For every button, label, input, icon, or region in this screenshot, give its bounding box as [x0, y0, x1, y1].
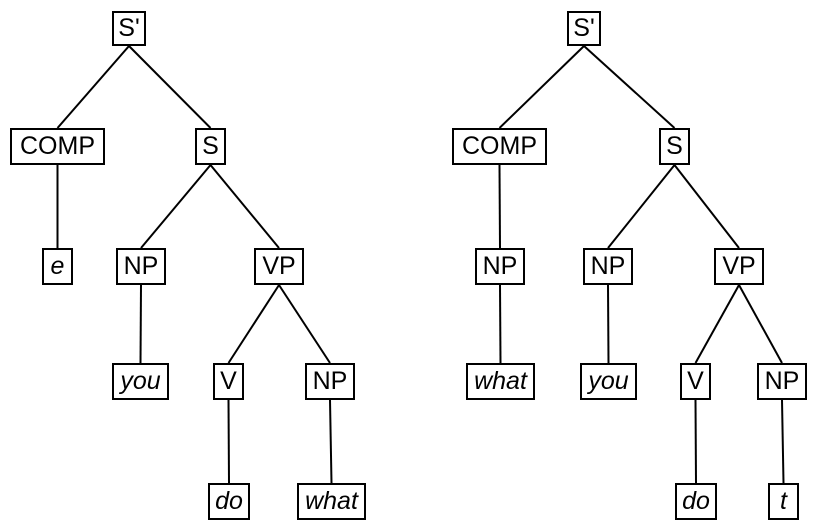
tree-node-l-np1: NP [116, 248, 166, 285]
tree-edge [278, 284, 331, 364]
tree-node-l-sbar: S' [112, 11, 146, 46]
tree-node-label: S' [118, 14, 140, 42]
tree-node-label: COMP [462, 132, 537, 160]
tree-node-label: S [666, 132, 683, 160]
tree-node-label: V [687, 367, 704, 395]
tree-node-r-do: do [675, 483, 717, 520]
tree-node-label: S [202, 132, 219, 160]
tree-edge [140, 164, 212, 249]
tree-node-label: VP [262, 252, 296, 280]
tree-node-label: do [682, 487, 710, 515]
tree-node-label: NP [312, 367, 348, 395]
tree-node-l-v: V [213, 363, 244, 400]
tree-node-r-s: S [659, 128, 690, 165]
tree-node-r-np2: NP [757, 363, 807, 400]
tree-edge [209, 164, 280, 249]
tree-node-r-sbar: S' [567, 11, 601, 46]
tree-node-label: COMP [20, 132, 95, 160]
tree-node-r-comp: COMP [452, 128, 547, 165]
tree-node-r-vp: VP [714, 248, 764, 285]
tree-node-r-you: you [580, 363, 637, 400]
tree-edge [673, 164, 740, 249]
tree-node-label: NP [764, 367, 800, 395]
tree-node-label: you [588, 367, 629, 395]
tree-edge [694, 399, 697, 484]
tree-node-l-vp: VP [254, 248, 304, 285]
tree-node-label: what [474, 367, 527, 395]
tree-edge [583, 45, 676, 129]
tree-node-label: V [220, 367, 237, 395]
tree-node-l-s: S [195, 128, 226, 165]
tree-node-label: t [780, 487, 787, 515]
tree-node-label: NP [482, 252, 518, 280]
tree-node-r-np1: NP [583, 248, 633, 285]
tree-node-l-what: what [297, 483, 366, 520]
tree-edge [227, 284, 280, 364]
tree-node-l-comp: COMP [10, 128, 105, 165]
tree-node-label: do [215, 487, 243, 515]
tree-edge [498, 164, 501, 249]
tree-node-label: NP [590, 252, 626, 280]
tree-edge [56, 45, 130, 129]
tree-node-l-do: do [208, 483, 250, 520]
tree-node-label: VP [722, 252, 756, 280]
tree-edge [694, 284, 740, 364]
tree-node-label: e [50, 252, 65, 280]
tree-edge [607, 284, 610, 364]
tree-node-l-np2: NP [305, 363, 355, 400]
tree-edge [607, 164, 676, 249]
tree-node-label: NP [123, 252, 159, 280]
tree-node-r-v: V [680, 363, 711, 400]
tree-edge [499, 284, 502, 364]
tree-edge [139, 284, 142, 364]
tree-node-label: you [120, 367, 161, 395]
tree-edge [128, 45, 212, 129]
tree-node-r-what: what [466, 363, 535, 400]
tree-edge [227, 399, 230, 484]
tree-node-r-np0: NP [475, 248, 525, 285]
tree-edge [738, 284, 783, 364]
tree-edge [498, 45, 585, 129]
tree-node-label: what [305, 487, 358, 515]
tree-edge [329, 399, 333, 484]
tree-node-r-t: t [768, 483, 799, 520]
tree-node-l-e: e [42, 248, 73, 285]
tree-edge [781, 399, 785, 484]
tree-node-label: S' [573, 14, 595, 42]
tree-node-l-you: you [112, 363, 169, 400]
